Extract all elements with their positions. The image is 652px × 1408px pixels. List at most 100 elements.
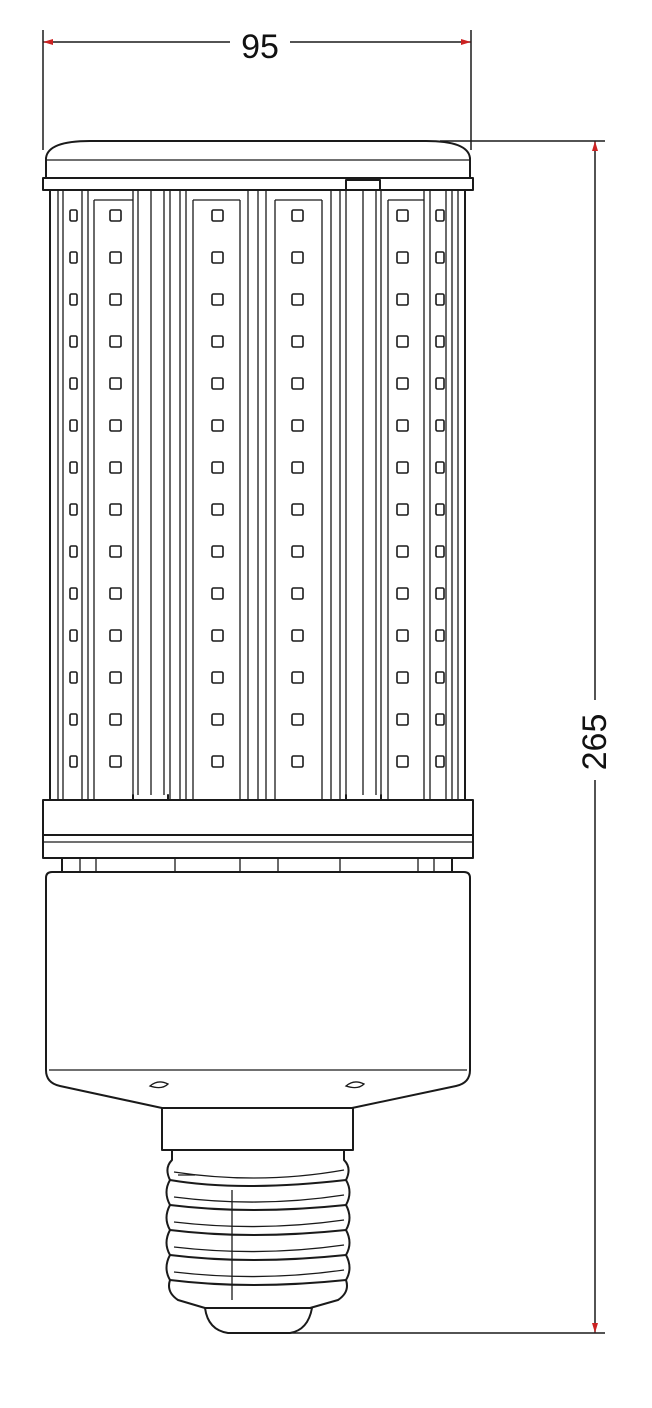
led-chip — [211, 545, 224, 558]
height-arrow-bottom — [592, 1323, 598, 1333]
led-chip — [435, 419, 445, 432]
led-body — [49, 189, 466, 816]
led-chip — [69, 629, 78, 642]
height-dimension: 265 — [290, 140, 614, 1334]
led-chip — [69, 503, 78, 516]
led-chip — [211, 419, 224, 432]
led-chip — [435, 713, 445, 726]
led-chip — [291, 755, 304, 768]
top-cap — [42, 140, 474, 193]
width-arrow-right — [461, 39, 471, 45]
led-chip — [396, 503, 409, 516]
led-chip — [396, 251, 409, 264]
led-chip — [291, 377, 304, 390]
led-chip — [291, 545, 304, 558]
led-chip — [69, 419, 78, 432]
led-chip — [291, 419, 304, 432]
led-chip — [291, 713, 304, 726]
lower-collar — [42, 799, 474, 873]
led-chip — [291, 251, 304, 264]
led-chip — [435, 503, 445, 516]
led-chip — [291, 335, 304, 348]
led-chip — [69, 545, 78, 558]
led-chip — [291, 671, 304, 684]
led-chip — [291, 461, 304, 474]
led-chip — [109, 293, 122, 306]
led-chip — [291, 587, 304, 600]
led-chip — [396, 629, 409, 642]
led-chip — [109, 335, 122, 348]
led-chip — [211, 461, 224, 474]
led-chip — [109, 713, 122, 726]
led-chip — [291, 503, 304, 516]
led-chip — [435, 209, 445, 222]
led-chip — [69, 461, 78, 474]
strip-lines — [57, 190, 459, 800]
width-dimension: 95 — [42, 28, 472, 150]
led-chip — [396, 293, 409, 306]
led-chip — [435, 629, 445, 642]
led-chip — [69, 587, 78, 600]
led-chip — [69, 377, 78, 390]
led-chip — [291, 293, 304, 306]
led-chip — [211, 293, 224, 306]
led-chip — [109, 251, 122, 264]
led-chip — [396, 755, 409, 768]
led-chip — [69, 671, 78, 684]
led-chip — [211, 713, 224, 726]
led-chip — [211, 755, 224, 768]
led-chip — [291, 209, 304, 222]
led-chip — [435, 251, 445, 264]
height-arrow-top — [592, 141, 598, 151]
led-chip — [396, 545, 409, 558]
led-chip — [435, 335, 445, 348]
base-contact — [204, 1307, 313, 1334]
led-chip — [396, 671, 409, 684]
led-chip — [109, 461, 122, 474]
led-chip — [211, 503, 224, 516]
led-chip — [435, 545, 445, 558]
led-chip — [396, 713, 409, 726]
led-chip — [291, 629, 304, 642]
led-chip — [396, 419, 409, 432]
led-chip — [69, 293, 78, 306]
screw-base — [165, 1149, 351, 1334]
led-chip — [435, 755, 445, 768]
led-chip — [69, 755, 78, 768]
led-chip — [109, 377, 122, 390]
led-chip — [435, 587, 445, 600]
led-chip — [109, 587, 122, 600]
led-chip — [69, 209, 78, 222]
driver-housing — [45, 871, 471, 1109]
height-label: 265 — [576, 714, 614, 771]
led-chip — [69, 335, 78, 348]
led-chip — [109, 419, 122, 432]
led-chip — [69, 251, 78, 264]
led-chip — [109, 503, 122, 516]
led-chip — [211, 209, 224, 222]
led-chip — [109, 545, 122, 558]
led-chip — [69, 713, 78, 726]
led-chip — [396, 377, 409, 390]
led-chip — [435, 293, 445, 306]
led-chip — [109, 209, 122, 222]
led-chip — [211, 377, 224, 390]
led-chip-group — [69, 209, 445, 768]
led-chip — [396, 209, 409, 222]
led-chip — [109, 629, 122, 642]
led-chip — [211, 629, 224, 642]
width-arrow-left — [43, 39, 53, 45]
neck — [161, 1107, 354, 1151]
led-chip — [211, 587, 224, 600]
led-chip — [396, 461, 409, 474]
width-label: 95 — [241, 28, 279, 66]
led-chip — [211, 251, 224, 264]
led-chip — [435, 377, 445, 390]
led-chip — [211, 335, 224, 348]
led-chip — [435, 671, 445, 684]
led-chip — [396, 587, 409, 600]
led-chip — [109, 671, 122, 684]
led-chip — [109, 755, 122, 768]
led-chip — [396, 335, 409, 348]
